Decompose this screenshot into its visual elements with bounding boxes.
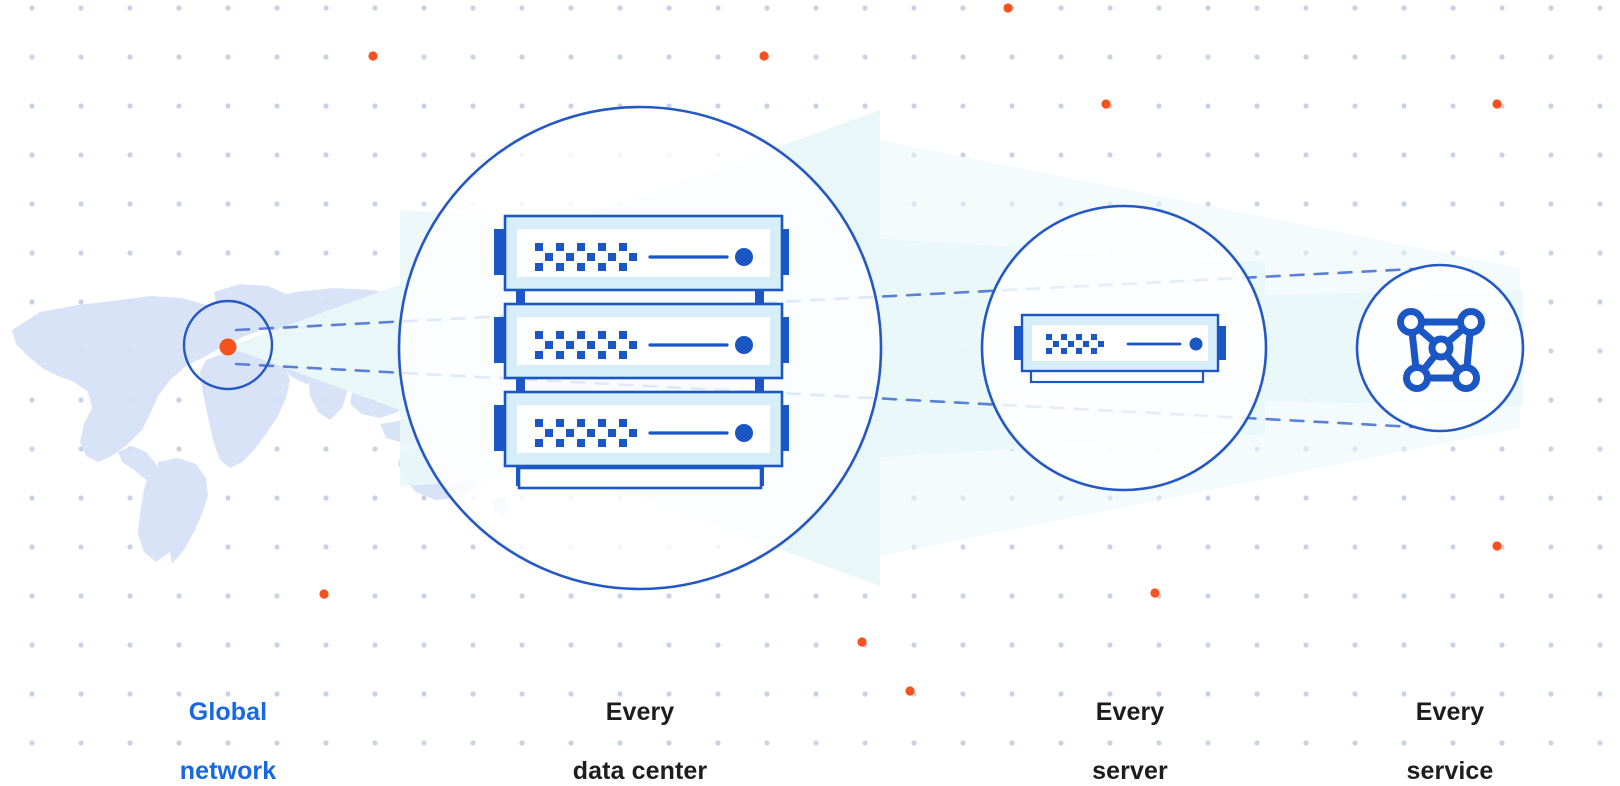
label-every-data-center-line1: Every [605, 697, 675, 726]
label-every-service: Every service [1290, 668, 1610, 786]
global-network-marker [219, 338, 237, 356]
label-every-server: Every server [970, 668, 1290, 786]
label-global-network-line1: Global [188, 697, 268, 726]
global-network-circle [182, 299, 274, 391]
label-global-network: Global network [68, 668, 388, 786]
label-every-data-center-line2: data center [572, 756, 708, 785]
label-every-data-center: Every data center [480, 668, 800, 786]
label-every-service-line2: service [1406, 756, 1494, 785]
network-nodes-vertices [1397, 308, 1485, 392]
single-server-icon [1014, 313, 1226, 384]
label-global-network-line2: network [179, 756, 277, 785]
label-every-service-line1: Every [1415, 697, 1485, 726]
server-rack-icon [494, 214, 789, 490]
label-every-server-line2: server [1092, 756, 1168, 785]
label-every-server-line1: Every [1095, 697, 1165, 726]
